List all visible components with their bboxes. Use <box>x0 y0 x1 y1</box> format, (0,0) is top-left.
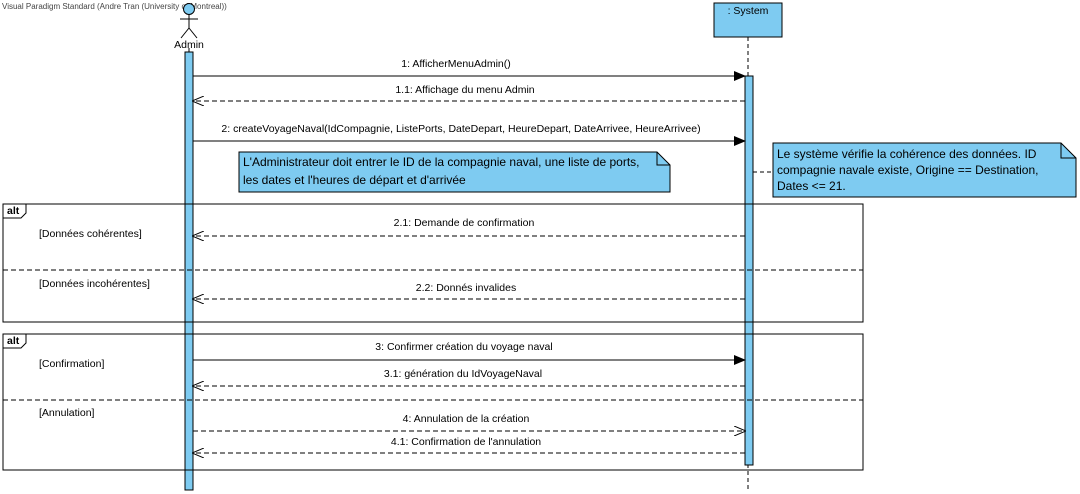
message-2-2-label: 2.2: Donnés invalides <box>416 282 516 294</box>
message-2-2[interactable]: 2.2: Donnés invalides <box>193 282 745 299</box>
alt-2-operator: alt <box>7 335 20 347</box>
message-1-1[interactable]: 1.1: Affichage du menu Admin <box>193 84 745 101</box>
message-1[interactable]: 1: AfficherMenuAdmin() <box>193 58 746 81</box>
watermark-text: Visual Paradigm Standard (Andre Tran (Un… <box>2 2 227 11</box>
message-4-1[interactable]: 4.1: Confirmation de l'annulation <box>193 436 745 453</box>
guard-confirmation: [Confirmation] <box>39 358 104 370</box>
admin-note[interactable]: L'Administrateur doit entrer le ID de la… <box>238 151 671 193</box>
message-3-label: 3: Confirmer création du voyage naval <box>375 341 552 353</box>
guard-donnees-coherentes: [Données cohérentes] <box>39 228 142 240</box>
system-note-line-2: compagnie navale existe, Origine == Dest… <box>777 163 1039 177</box>
message-3-1[interactable]: 3.1: génération du IdVoyageNaval <box>193 368 745 386</box>
alt-fragment-1: alt [Données cohérentes] [Données incohé… <box>2 203 864 323</box>
message-2-1[interactable]: 2.1: Demande de confirmation <box>193 217 745 236</box>
message-2-label: 2: createVoyageNaval(IdCompagnie, ListeP… <box>221 123 700 135</box>
message-4[interactable]: 4: Annulation de la création <box>193 413 745 431</box>
admin-note-line-1: L'Administrateur doit entrer le ID de la… <box>243 155 640 169</box>
message-1-1-label: 1.1: Affichage du menu Admin <box>395 84 534 96</box>
message-3[interactable]: 3: Confirmer création du voyage naval <box>193 341 746 365</box>
admin-label: Admin <box>174 39 204 51</box>
message-3-1-label: 3.1: génération du IdVoyageNaval <box>384 368 542 380</box>
message-2-1-label: 2.1: Demande de confirmation <box>394 217 535 229</box>
alt-1-operator: alt <box>7 205 20 217</box>
alt-fragment-2: alt [Confirmation] [Annulation] <box>2 333 864 471</box>
message-4-label: 4: Annulation de la création <box>403 413 530 425</box>
system-note-line-3: Dates <= 21. <box>777 179 846 193</box>
guard-annulation: [Annulation] <box>39 407 95 419</box>
system-lifeline-head[interactable]: : System <box>713 2 783 38</box>
guard-donnees-incoherentes: [Données incohérentes] <box>39 278 150 290</box>
message-2[interactable]: 2: createVoyageNaval(IdCompagnie, ListeP… <box>193 123 746 146</box>
message-4-1-label: 4.1: Confirmation de l'annulation <box>391 436 541 448</box>
admin-note-line-2: les dates et l'heures de départ et d'arr… <box>243 173 466 187</box>
actor-head-icon <box>183 3 195 15</box>
admin-activation-bar <box>184 51 194 491</box>
message-1-label: 1: AfficherMenuAdmin() <box>401 58 511 70</box>
system-note[interactable]: Le système vérifie la cohérence des donn… <box>772 142 1077 198</box>
system-note-line-1: Le système vérifie la cohérence des donn… <box>777 147 1037 161</box>
system-label: : System <box>728 5 769 17</box>
admin-actor[interactable]: Admin <box>174 3 204 52</box>
